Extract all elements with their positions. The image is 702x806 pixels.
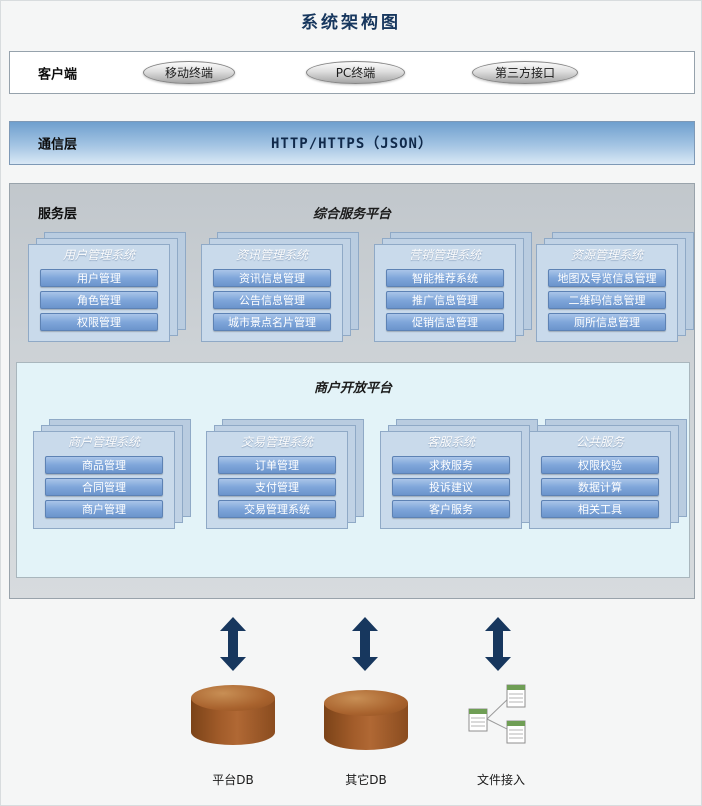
stack-title: 交易管理系统 <box>240 435 313 449</box>
client-layer-label: 客户端 <box>38 67 78 82</box>
stack-info-management-system: 资讯管理系统 资讯信息管理 公告信息管理 城市景点名片管理 <box>201 232 359 344</box>
module-item: 交易管理系统 <box>218 500 336 518</box>
module-item: 地图及导览信息管理 <box>548 269 666 287</box>
terminal-mobile: 移动终端 <box>143 61 235 84</box>
stack-transaction-management-system: 交易管理系统 订单管理 支付管理 交易管理系统 <box>206 419 364 531</box>
module-item: 角色管理 <box>40 291 158 309</box>
merchant-platform-title: 商户开放平台 <box>313 381 392 396</box>
stack-card: 公共服务 权限校验 数据计算 相关工具 <box>529 431 671 529</box>
stack-card: 资讯管理系统 资讯信息管理 公告信息管理 城市景点名片管理 <box>201 244 343 342</box>
module-item: 合同管理 <box>45 478 163 496</box>
stack-public-services: 公共服务 权限校验 数据计算 相关工具 <box>529 419 687 531</box>
stack-card: 交易管理系统 订单管理 支付管理 交易管理系统 <box>206 431 348 529</box>
module-item: 商户管理 <box>45 500 163 518</box>
file-access-icon <box>461 683 543 747</box>
service-layer: 服务层 综合服务平台 用户管理系统 用户管理 角色管理 权限管理 资讯管理系统 … <box>9 183 695 599</box>
stack-title: 公共服务 <box>575 435 624 449</box>
module-item: 用户管理 <box>40 269 158 287</box>
module-item: 促销信息管理 <box>386 313 504 331</box>
diagram-title: 系统架构图 <box>301 13 401 33</box>
db-cylinder-lid <box>191 685 275 711</box>
stack-user-management-system: 用户管理系统 用户管理 角色管理 权限管理 <box>28 232 186 344</box>
module-item: 权限管理 <box>40 313 158 331</box>
module-item: 公告信息管理 <box>213 291 331 309</box>
service-layer-label: 服务层 <box>38 207 78 222</box>
module-item: 权限校验 <box>541 456 659 474</box>
stack-title: 客服系统 <box>426 435 475 449</box>
stack-title: 商户管理系统 <box>67 435 140 449</box>
other-db-cylinder <box>324 690 408 752</box>
stack-marketing-management-system: 营销管理系统 智能推荐系统 推广信息管理 促销信息管理 <box>374 232 532 344</box>
merchant-open-platform: 商户开放平台 商户管理系统 商品管理 合同管理 商户管理 交易管理系统 订单管理… <box>16 362 690 578</box>
data-flow-arrow <box>220 617 246 671</box>
module-item: 推广信息管理 <box>386 291 504 309</box>
terminal-pc: PC终端 <box>306 61 405 84</box>
stack-card: 资源管理系统 地图及导览信息管理 二维码信息管理 厕所信息管理 <box>536 244 678 342</box>
data-flow-arrow <box>352 617 378 671</box>
module-item: 资讯信息管理 <box>213 269 331 287</box>
module-item: 城市景点名片管理 <box>213 313 331 331</box>
module-item: 二维码信息管理 <box>548 291 666 309</box>
stack-title: 资讯管理系统 <box>235 248 308 262</box>
module-item: 投诉建议 <box>392 478 510 496</box>
stack-card: 客服系统 求救服务 投诉建议 客户服务 <box>380 431 522 529</box>
module-item: 智能推荐系统 <box>386 269 504 287</box>
communication-layer-label: 通信层 <box>38 137 78 153</box>
module-item: 数据计算 <box>541 478 659 496</box>
stack-merchant-management-system: 商户管理系统 商品管理 合同管理 商户管理 <box>33 419 191 531</box>
stack-resource-management-system: 资源管理系统 地图及导览信息管理 二维码信息管理 厕所信息管理 <box>536 232 694 344</box>
communication-layer: 通信层 HTTP/HTTPS（JSON） <box>9 121 695 165</box>
stack-card: 商户管理系统 商品管理 合同管理 商户管理 <box>33 431 175 529</box>
stack-title: 用户管理系统 <box>62 248 135 262</box>
integrated-platform-title: 综合服务平台 <box>312 207 391 222</box>
storage-label: 其它DB <box>345 773 387 787</box>
module-item: 客户服务 <box>392 500 510 518</box>
stack-card: 营销管理系统 智能推荐系统 推广信息管理 促销信息管理 <box>374 244 516 342</box>
stack-card: 用户管理系统 用户管理 角色管理 权限管理 <box>28 244 170 342</box>
terminal-third-party: 第三方接口 <box>472 61 578 84</box>
module-item: 相关工具 <box>541 500 659 518</box>
module-item: 厕所信息管理 <box>548 313 666 331</box>
data-flow-arrow <box>485 617 511 671</box>
protocol-text: HTTP/HTTPS（JSON） <box>270 136 433 152</box>
db-cylinder-lid <box>324 690 408 716</box>
platform-db-cylinder <box>191 685 275 747</box>
storage-label: 平台DB <box>212 773 254 787</box>
stack-title: 资源管理系统 <box>570 248 643 262</box>
module-item: 商品管理 <box>45 456 163 474</box>
stack-customer-service-system: 客服系统 求救服务 投诉建议 客户服务 <box>380 419 538 531</box>
module-item: 求救服务 <box>392 456 510 474</box>
module-item: 支付管理 <box>218 478 336 496</box>
stack-title: 营销管理系统 <box>408 248 481 262</box>
client-layer: 客户端 移动终端 PC终端 第三方接口 <box>9 51 695 94</box>
module-item: 订单管理 <box>218 456 336 474</box>
storage-label: 文件接入 <box>476 773 525 787</box>
